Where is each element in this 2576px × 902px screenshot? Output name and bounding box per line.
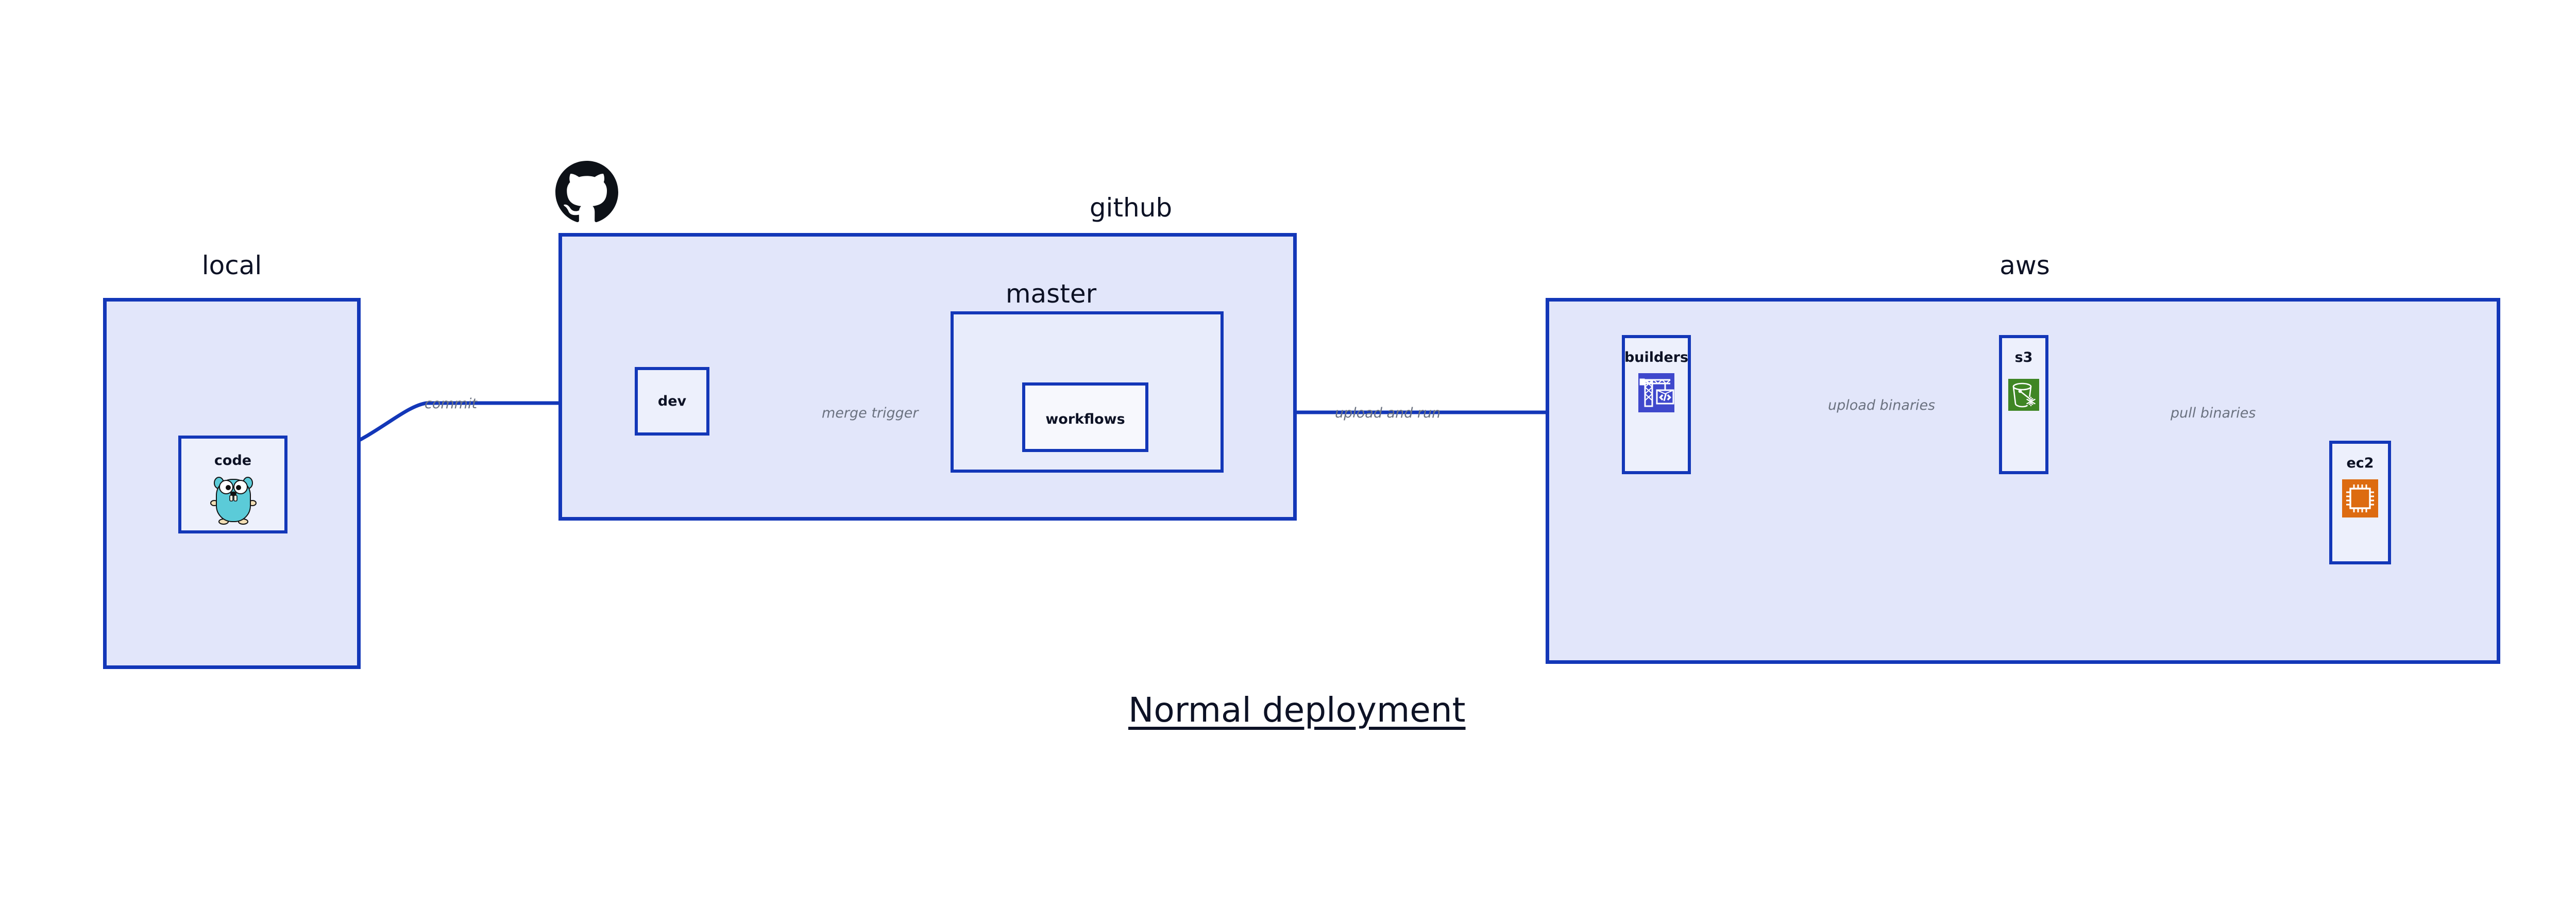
aws-crane-code-icon [1638,373,1674,412]
group-title-master: master [1005,279,1097,309]
edge-label-upload-and-run: upload and run [1335,405,1441,421]
node-dev[interactable] [635,367,709,436]
aws-ec2-chip-icon [2342,479,2378,517]
group-title-github: github [1089,193,1173,223]
node-builders-label: builders [1624,349,1689,365]
node-code-label: code [214,453,252,469]
node-workflows[interactable] [1022,382,1148,452]
edge-label-commit: commit [425,396,478,412]
group-title-aws: aws [1999,250,2050,280]
go-gopher-icon [209,473,258,525]
diagram-caption: Normal deployment [1128,690,1466,730]
edge-label-merge-trigger: merge trigger [822,405,919,421]
group-title-local: local [201,250,262,280]
node-ec2-label: ec2 [2346,455,2374,471]
node-dev-label: dev [657,393,687,409]
edge-label-upload-binaries: upload binaries [1828,397,1936,413]
edge-label-pull-binaries: pull binaries [2171,405,2256,421]
node-s3[interactable] [1999,335,2048,474]
node-s3-label: s3 [2014,349,2033,365]
group-local [103,298,361,669]
github-octocat-icon [555,161,618,224]
node-workflows-label: workflows [1045,411,1125,427]
aws-s3-glacier-bucket-icon [2008,379,2039,411]
